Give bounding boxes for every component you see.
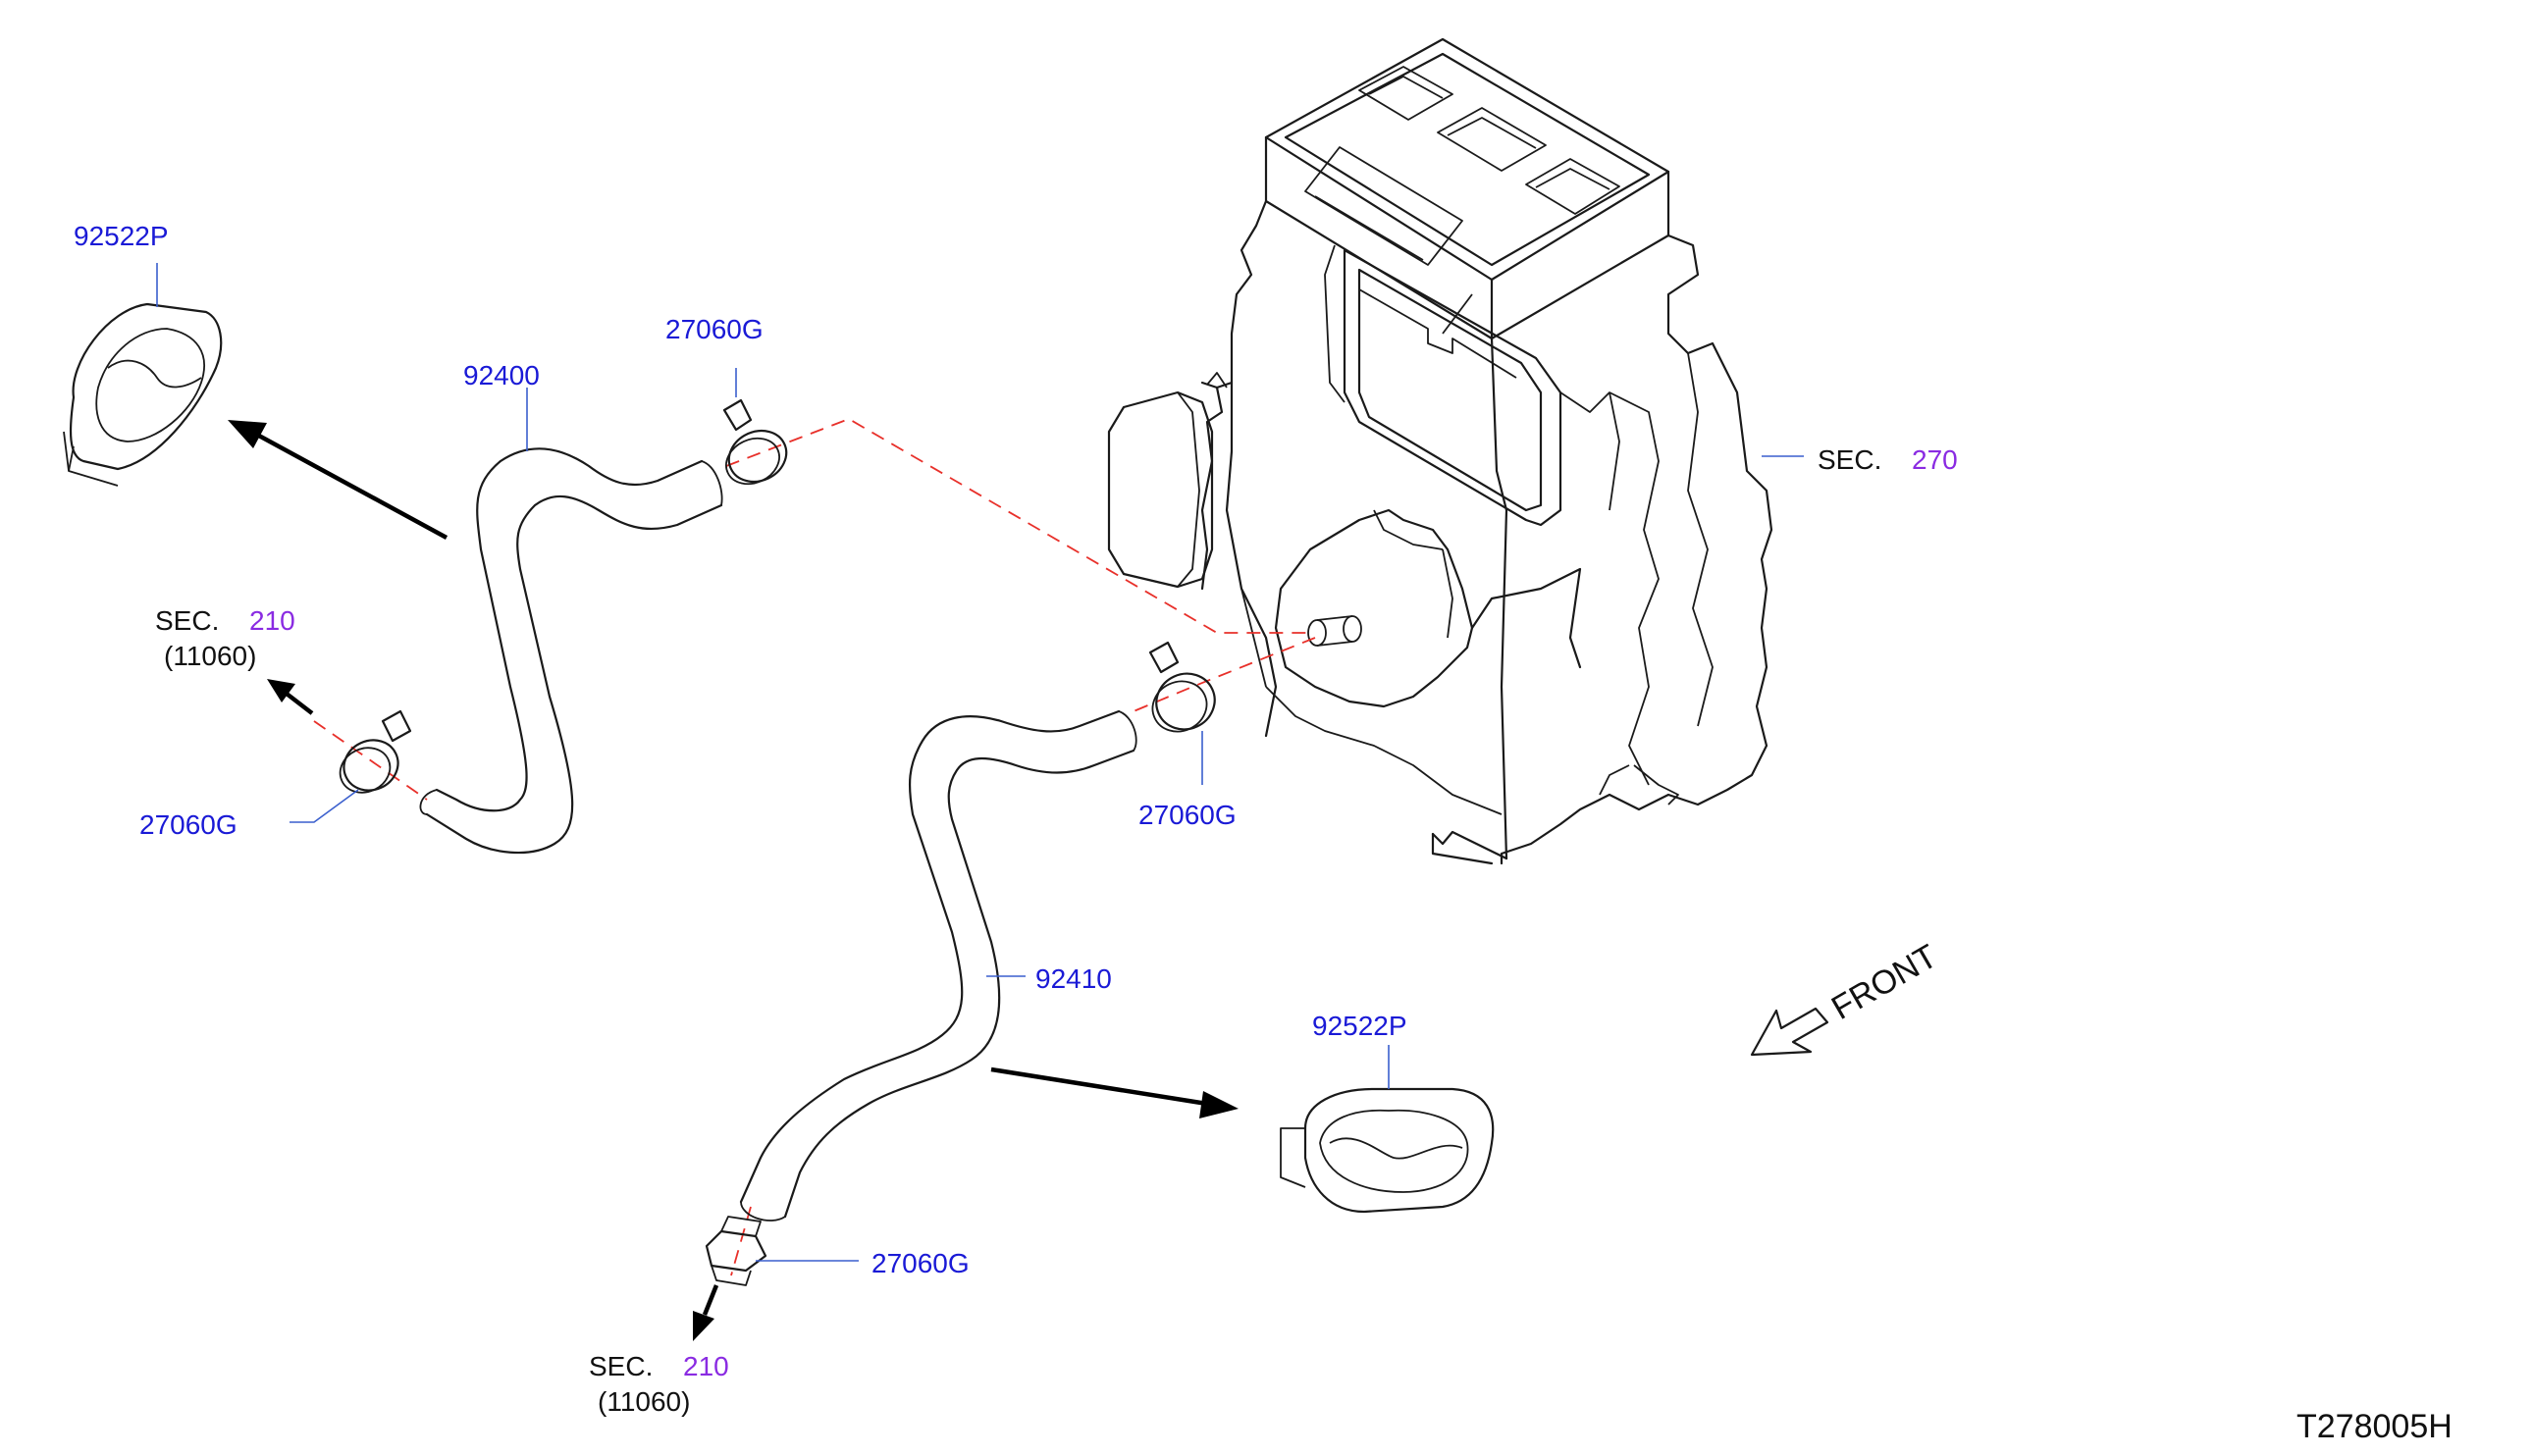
centerline-left [313, 720, 428, 801]
centerline-lower [730, 1206, 752, 1276]
label-clamp-mid: 27060G [1138, 800, 1237, 830]
heater-unit [1107, 37, 1773, 865]
sec-heater-prefix: SEC. [1818, 444, 1881, 475]
diagram-code: T278005H [2296, 1408, 2453, 1445]
grommet-bottom [1280, 1087, 1495, 1214]
hose-92410 [739, 709, 1137, 1222]
clamp-lower [705, 1216, 767, 1286]
sec-engine-lower-sub: (11060) [598, 1386, 690, 1417]
sec-engine-upper-sub: (11060) [164, 641, 256, 671]
grommet-top [63, 302, 223, 487]
label-clamp-lower: 27060G [871, 1248, 970, 1278]
clamp-upper-right [722, 398, 788, 486]
centerline-mid [1133, 637, 1316, 712]
hose-92400 [419, 447, 723, 855]
front-label: FRONT [1825, 937, 1943, 1026]
sec-engine-upper-number: 210 [249, 605, 295, 636]
label-clamp-upper-left: 27060G [139, 809, 237, 840]
arrow-to-engine-upper [267, 679, 314, 715]
leader-clamp-upper-left [290, 789, 359, 823]
clamp-mid [1148, 641, 1216, 733]
arrow-to-grommet-top [228, 420, 449, 540]
label-clamp-upper-right: 27060G [665, 314, 764, 344]
front-arrow [1750, 1007, 1829, 1057]
sec-engine-upper-prefix: SEC. [155, 605, 219, 636]
sec-heater-number: 270 [1912, 444, 1958, 475]
label-hose-upper: 92400 [463, 360, 540, 390]
label-grommet-bottom: 92522P [1312, 1011, 1407, 1041]
sec-engine-lower-number: 210 [683, 1351, 729, 1381]
label-hose-lower: 92410 [1035, 963, 1112, 994]
clamp-upper-left [339, 709, 412, 794]
label-grommet-top: 92522P [74, 221, 169, 251]
arrow-to-engine-lower [693, 1284, 719, 1341]
arrow-to-grommet-bottom [990, 1066, 1239, 1118]
sec-engine-lower-prefix: SEC. [589, 1351, 653, 1381]
centerline-upper [725, 418, 1310, 634]
